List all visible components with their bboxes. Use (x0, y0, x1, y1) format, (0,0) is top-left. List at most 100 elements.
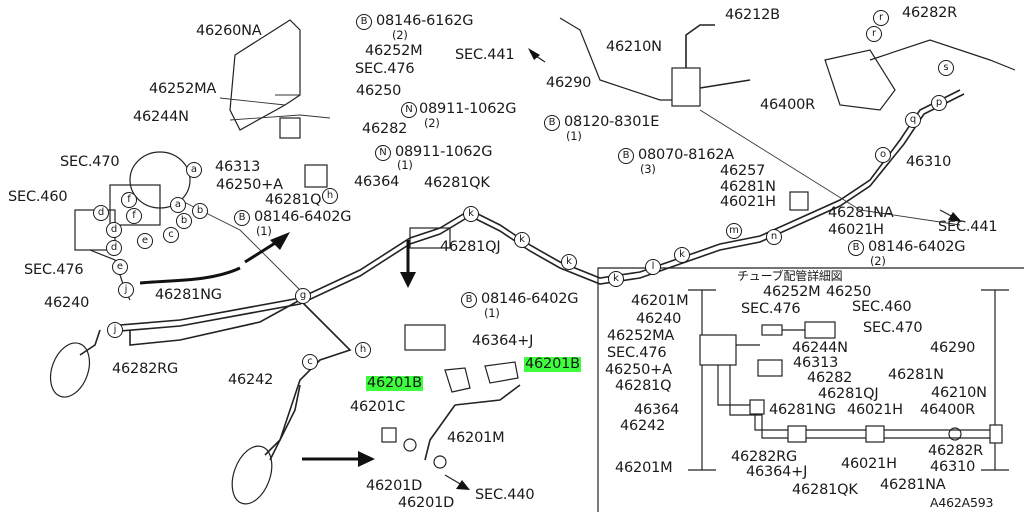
inset-label-46282RG: 46282RG (731, 449, 798, 465)
inset-label-46252MA: 46252MA (607, 328, 675, 344)
inset-label-46242: 46242 (620, 418, 666, 434)
label-46201D-a: 46201D (366, 478, 423, 494)
label-46240: 46240 (44, 295, 90, 311)
bolt-46201C (381, 427, 397, 443)
inset-label-46281NG: 46281NG (769, 402, 836, 418)
inset-label-46252M: 46252M (763, 284, 821, 300)
label-46281QJ: 46281QJ (440, 239, 501, 255)
label-46021H-a: 46021H (720, 194, 776, 210)
inset-46252M (761, 324, 783, 336)
leader-46244N (229, 114, 331, 121)
callout-l: l (645, 259, 661, 275)
callout-a: a (186, 162, 202, 178)
inset-label-46364J: 46364+J (746, 464, 808, 480)
label-08911-1062G-b-qty: (1) (397, 158, 413, 172)
label-46400R: 46400R (760, 97, 816, 113)
label-46281Q: 46281Q (265, 192, 322, 208)
callout-b-08146-6402G-a: B (234, 210, 250, 226)
label-46281N: 46281N (720, 179, 776, 195)
callout-r-2: r (866, 26, 882, 42)
label-46201D-b: 46201D (398, 495, 455, 511)
callout-k-5: k (674, 247, 690, 263)
label-08146-6402G-a-qty: (1) (256, 224, 272, 238)
callout-h-2: h (322, 188, 338, 204)
label-46210N: 46210N (606, 39, 662, 55)
callout-e: e (137, 233, 153, 249)
bracket-46364J (404, 324, 446, 351)
label-46252M: 46252M (365, 43, 423, 59)
label-46201B-highlighted-a: 46201B (366, 375, 423, 391)
inset-label-sec470: SEC.470 (863, 320, 923, 336)
inset-label-46364: 46364 (634, 402, 680, 418)
label-08146-6402G-c-qty: (2) (870, 254, 886, 268)
inset-46310 (989, 424, 1003, 444)
callout-s: s (938, 60, 954, 76)
label-08911-1062G-b: 08911-1062G (395, 144, 493, 160)
label-46201B-highlighted-b: 46201B (524, 356, 581, 372)
junction-46210N (671, 67, 701, 107)
sec440-arrowhead (456, 480, 470, 490)
label-08146-6162G: 08146-6162G (376, 13, 474, 29)
master-cylinder-reservoir (109, 184, 161, 226)
hose-46242 (264, 384, 301, 456)
label-08911-1062G-a-qty: (2) (424, 116, 440, 130)
inset-label-46281NA: 46281NA (880, 477, 946, 493)
label-46244N: 46244N (133, 109, 189, 125)
inset-label-46240: 46240 (636, 311, 682, 327)
inset-label-46021H-b: 46021H (841, 456, 897, 472)
label-08146-6402G-b-qty: (1) (484, 306, 500, 320)
callout-b-08146-6402G-b: B (461, 292, 477, 308)
figure-code: A462A593 (930, 495, 994, 510)
inset-main-pipe-2 (729, 365, 995, 439)
connector-46364 (304, 164, 328, 188)
hose-46240 (79, 329, 101, 356)
assembly-arrowhead-right (358, 451, 375, 467)
inset-label-46281Q: 46281Q (615, 378, 672, 394)
label-46313: 46313 (215, 159, 261, 175)
inset-label-46210N: 46210N (931, 385, 987, 401)
clip-46281QJ (409, 227, 451, 249)
bracket-46201B-b (484, 361, 519, 384)
label-46252MA: 46252MA (149, 81, 217, 97)
callout-j-2: j (118, 282, 134, 298)
label-sec460: SEC.460 (8, 189, 68, 205)
main-brake-pipe (119, 89, 961, 326)
inset-main-pipe (717, 365, 995, 431)
callout-g: g (295, 288, 311, 304)
label-46250A: 46250+A (216, 177, 283, 193)
inset-label-46201M-b: 46201M (615, 460, 673, 476)
inset-label-46400R: 46400R (920, 402, 976, 418)
label-08911-1062G-a: 08911-1062G (419, 101, 517, 117)
main-brake-pipe-parallel (119, 93, 965, 332)
assembly-arrowhead-up (270, 232, 290, 250)
inset-46313 (757, 359, 783, 377)
sec441-arrowhead-mid (948, 212, 962, 222)
inset-label-46250: 46250 (826, 284, 872, 300)
callout-r-1: r (873, 10, 889, 26)
inset-label-46281N: 46281N (888, 367, 944, 383)
callout-c: c (302, 354, 318, 370)
callout-n-08911-b: N (375, 145, 391, 161)
label-46290: 46290 (546, 75, 592, 91)
callout-b-08146-6402G-c: B (848, 240, 864, 256)
label-08070-8162A: 08070-8162A (638, 147, 734, 163)
pipe-46290 (559, 17, 672, 101)
callout-b: b (192, 203, 208, 219)
inset-frame (597, 267, 1024, 512)
brake-disc-left (49, 342, 91, 398)
junction-46282 (279, 117, 301, 139)
inset-label-46310: 46310 (930, 459, 976, 475)
callout-d-3: d (106, 222, 122, 238)
label-46281QK: 46281QK (424, 175, 490, 191)
label-46201C: 46201C (350, 399, 406, 415)
callout-k-4: k (608, 271, 624, 287)
label-46260NA: 46260NA (196, 23, 262, 39)
washer-46201D-a (403, 438, 417, 452)
callout-a-2: a (170, 197, 186, 213)
callout-n-08911-a: N (401, 102, 417, 118)
label-08120-8301E: 08120-8301E (564, 114, 660, 130)
callout-h: h (355, 342, 371, 358)
inset-label-46282R: 46282R (928, 443, 984, 459)
label-46021H-b: 46021H (828, 222, 884, 238)
